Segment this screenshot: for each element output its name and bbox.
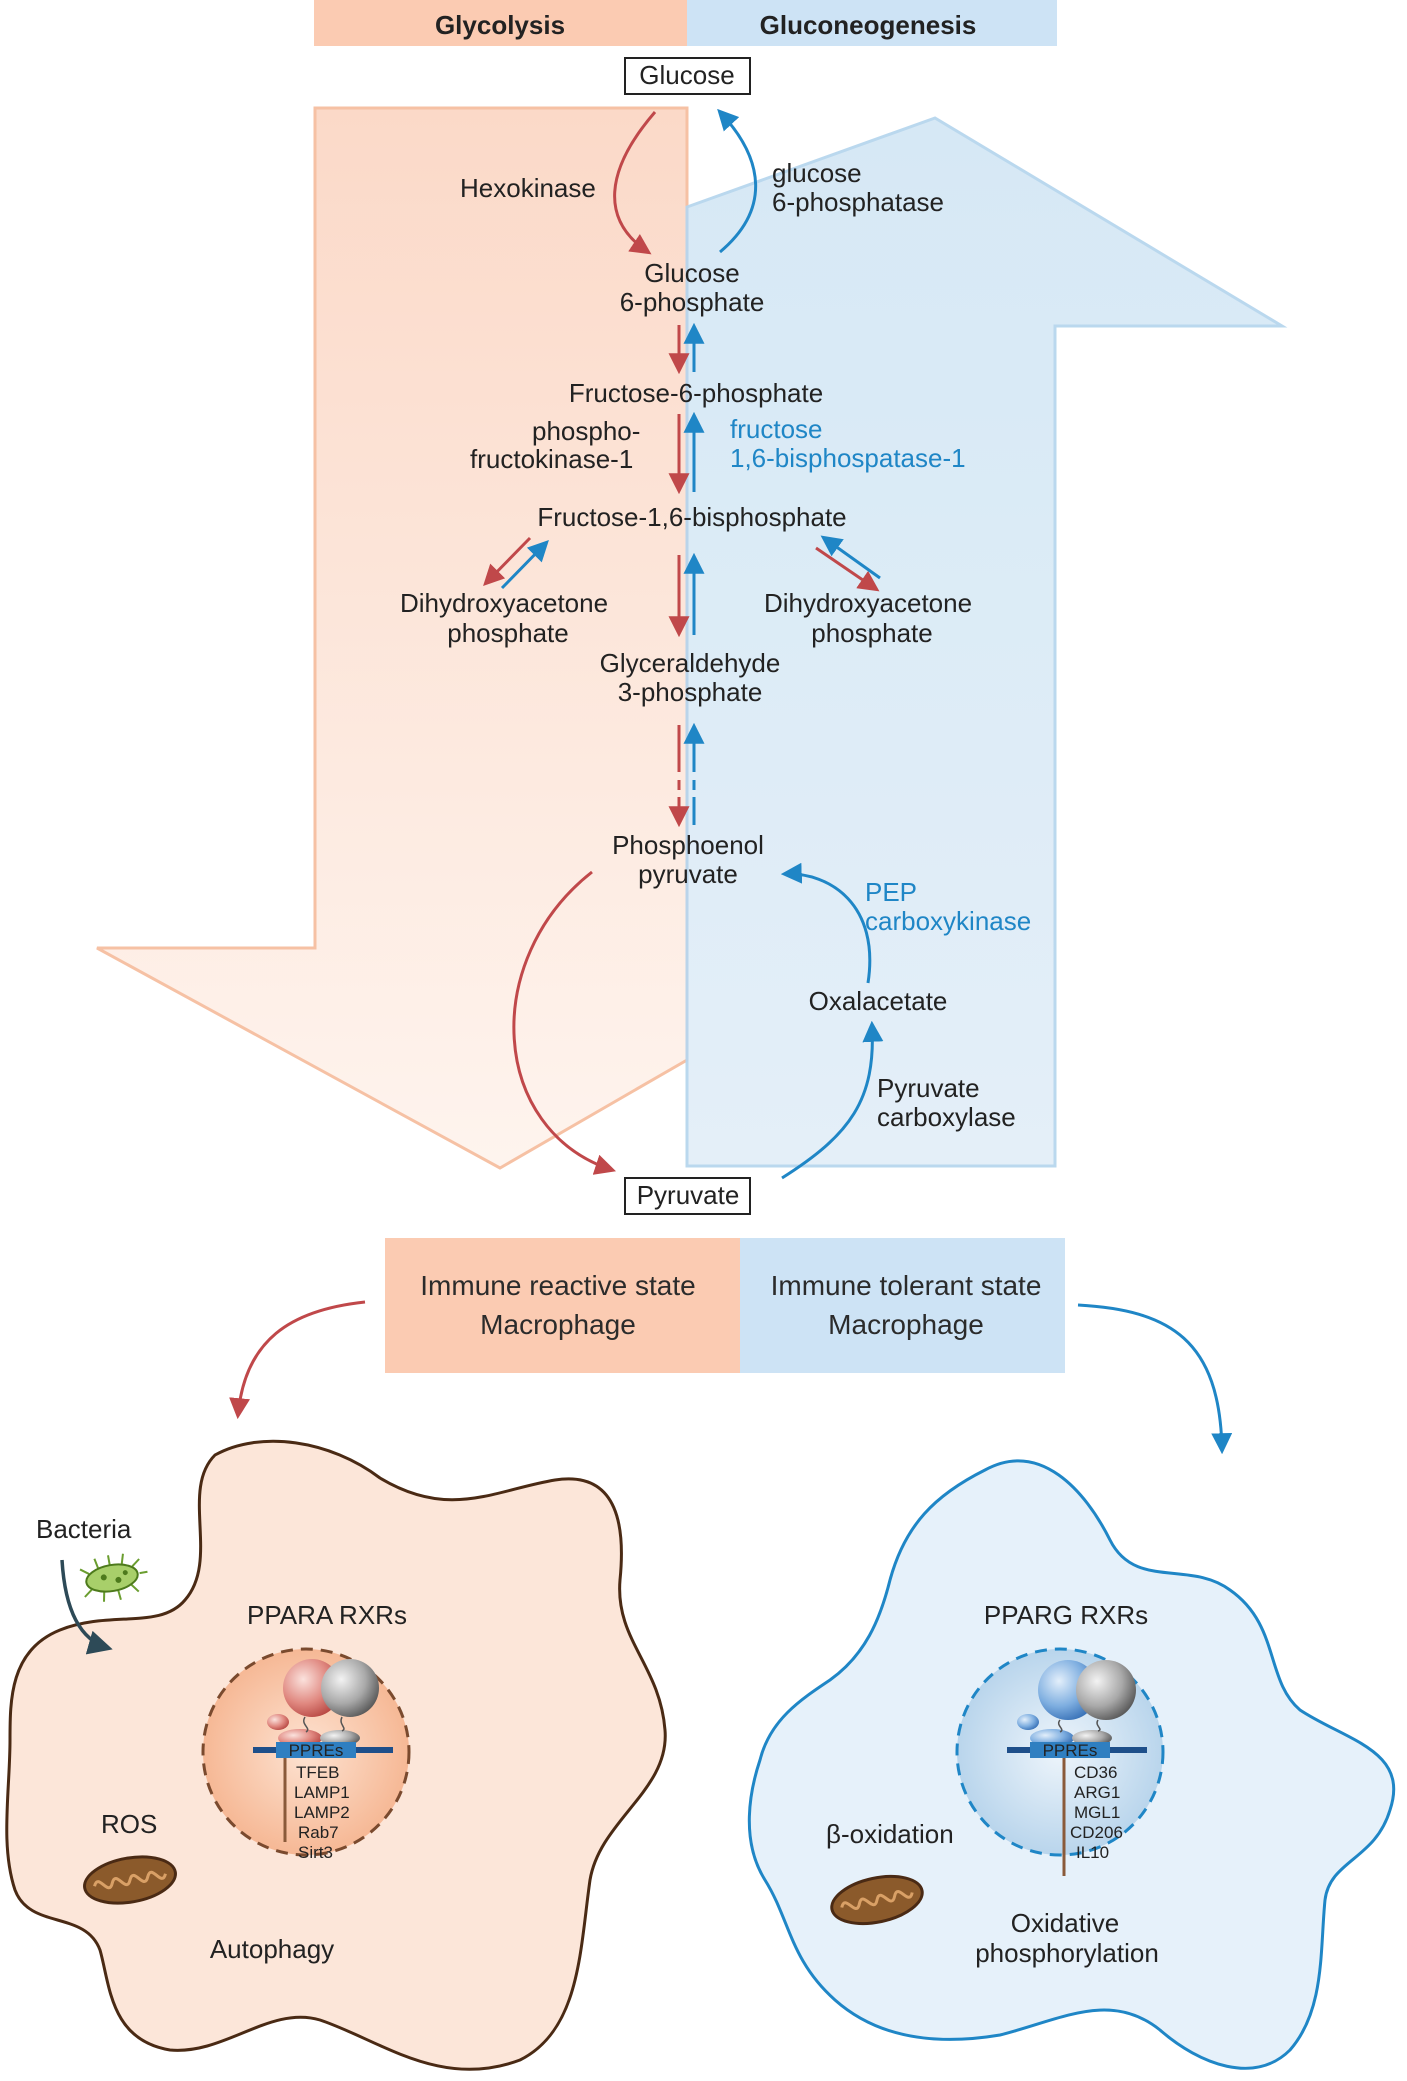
tolerant-state-box bbox=[740, 1238, 1065, 1373]
beta-oxidation-label: β-oxidation bbox=[826, 1819, 954, 1849]
pep-to-pyruvate-arrow bbox=[512, 870, 616, 1175]
pparg-rxr-label: PPARG RXRs bbox=[984, 1600, 1148, 1630]
pc-label-1: Pyruvate bbox=[877, 1073, 980, 1103]
g6pase-label-1: glucose bbox=[772, 158, 862, 188]
right-gene-3: CD206 bbox=[1070, 1823, 1123, 1842]
ppara-rxr-label: PPARA RXRs bbox=[247, 1600, 407, 1630]
fbpase-label-2: 1,6-bisphospatase-1 bbox=[730, 443, 966, 473]
bacterium-icon bbox=[79, 1553, 148, 1602]
mitochondrion-icon-right bbox=[830, 1874, 924, 1926]
f16bp-to-dhap-left-arrow bbox=[483, 536, 532, 587]
glucose-label: Glucose bbox=[639, 60, 734, 90]
pyruvate-box bbox=[624, 1177, 751, 1215]
oxphos-label-1: Oxidative bbox=[1011, 1908, 1119, 1938]
g3p-label-2: 3-phosphate bbox=[618, 677, 763, 707]
ppara-small-domain bbox=[267, 1714, 289, 1730]
ppara-linker bbox=[303, 1716, 345, 1733]
oxalacetate-to-pep-arrow bbox=[780, 862, 872, 984]
g6p-label-2: 6-phosphate bbox=[620, 287, 765, 317]
gluconeogenesis-big-arrow bbox=[685, 116, 1288, 1168]
mitochondrion-icon-left bbox=[83, 1855, 177, 1905]
ppres-label-right: PPREs bbox=[1043, 1741, 1098, 1760]
dhap-left-label-1: Dihydroxyacetone bbox=[400, 588, 608, 618]
right-gene-0: CD36 bbox=[1074, 1763, 1117, 1782]
tolerant-to-cell-arrow bbox=[1077, 1303, 1233, 1455]
dhap-left-to-f16bp-arrow bbox=[500, 539, 549, 590]
bacteria-label: Bacteria bbox=[36, 1514, 132, 1544]
gluconeogenesis-header: Gluconeogenesis bbox=[760, 10, 977, 40]
pc-label-2: carboxylase bbox=[877, 1102, 1016, 1132]
autophagy-label: Autophagy bbox=[210, 1934, 334, 1964]
ppres-box-left bbox=[276, 1742, 356, 1758]
oxalacetate-label: Oxalacetate bbox=[809, 986, 948, 1016]
g3p-label-1: Glyceraldehyde bbox=[600, 648, 781, 678]
fbpase-label-1: fructose bbox=[730, 414, 823, 444]
pep-label-1: Phosphoenol bbox=[612, 830, 764, 860]
right-gene-1: ARG1 bbox=[1074, 1783, 1120, 1802]
glycolysis-big-arrow bbox=[96, 106, 689, 1170]
pepck-label-1: PEP bbox=[865, 877, 917, 907]
dhap-left-label-2: phosphate bbox=[447, 618, 568, 648]
ros-label: ROS bbox=[101, 1809, 157, 1839]
reactive-state-box bbox=[385, 1238, 740, 1373]
pyruvate-label: Pyruvate bbox=[637, 1180, 740, 1210]
tolerant-state-label-1: Immune tolerant state bbox=[771, 1270, 1042, 1301]
dhap-right-label-2: phosphate bbox=[811, 618, 932, 648]
glycolysis-header: Glycolysis bbox=[435, 10, 565, 40]
f6p-label: Fructose-6-phosphate bbox=[569, 378, 823, 408]
glycolysis-header-bg bbox=[314, 0, 687, 46]
pepck-label-2: carboxykinase bbox=[865, 906, 1031, 936]
oxphos-label-2: phosphorylation bbox=[975, 1938, 1159, 1968]
pparg-linker bbox=[1057, 1719, 1101, 1733]
g6pase-arrow bbox=[717, 108, 758, 254]
right-gene-4: IL10 bbox=[1076, 1843, 1109, 1862]
glucose-box bbox=[624, 57, 751, 95]
hexokinase-arrow bbox=[613, 111, 657, 255]
g6p-label-1: Glucose bbox=[644, 258, 739, 288]
left-gene-2: LAMP2 bbox=[294, 1803, 350, 1822]
left-gene-0: TFEB bbox=[296, 1763, 339, 1782]
rxr-sphere-left bbox=[321, 1659, 379, 1717]
dhap-right-to-f16bp-arrow bbox=[820, 535, 881, 580]
gluconeogenesis-header-bg bbox=[687, 0, 1057, 46]
tolerant-state-label-2: Macrophage bbox=[828, 1309, 984, 1340]
reactive-state-label-2: Macrophage bbox=[480, 1309, 636, 1340]
f16bp-label: Fructose-1,6-bisphosphate bbox=[537, 502, 846, 532]
left-gene-1: LAMP1 bbox=[294, 1783, 350, 1802]
pyruvate-to-oxalacetate-arrow bbox=[781, 1020, 884, 1180]
pfk-label-2: fructokinase-1 bbox=[470, 444, 633, 474]
pparg-small-domain bbox=[1017, 1714, 1039, 1730]
rxr-sphere-right bbox=[1076, 1660, 1136, 1720]
g6pase-label-2: 6-phosphatase bbox=[772, 187, 944, 217]
reactive-to-cell-arrow bbox=[229, 1300, 366, 1420]
left-gene-3: Rab7 bbox=[298, 1823, 339, 1842]
ppres-box-right bbox=[1030, 1742, 1110, 1758]
reactive-state-label-1: Immune reactive state bbox=[420, 1270, 695, 1301]
left-gene-4: Sirt3 bbox=[298, 1843, 333, 1862]
pep-label-2: pyruvate bbox=[638, 859, 738, 889]
bacteria-uptake-arrow bbox=[60, 1559, 113, 1655]
pfk-label-1: phospho- bbox=[532, 416, 640, 446]
ppres-label-left: PPREs bbox=[289, 1741, 344, 1760]
hexokinase-label: Hexokinase bbox=[460, 173, 596, 203]
right-gene-2: MGL1 bbox=[1074, 1803, 1120, 1822]
dhap-right-label-1: Dihydroxyacetone bbox=[764, 588, 972, 618]
